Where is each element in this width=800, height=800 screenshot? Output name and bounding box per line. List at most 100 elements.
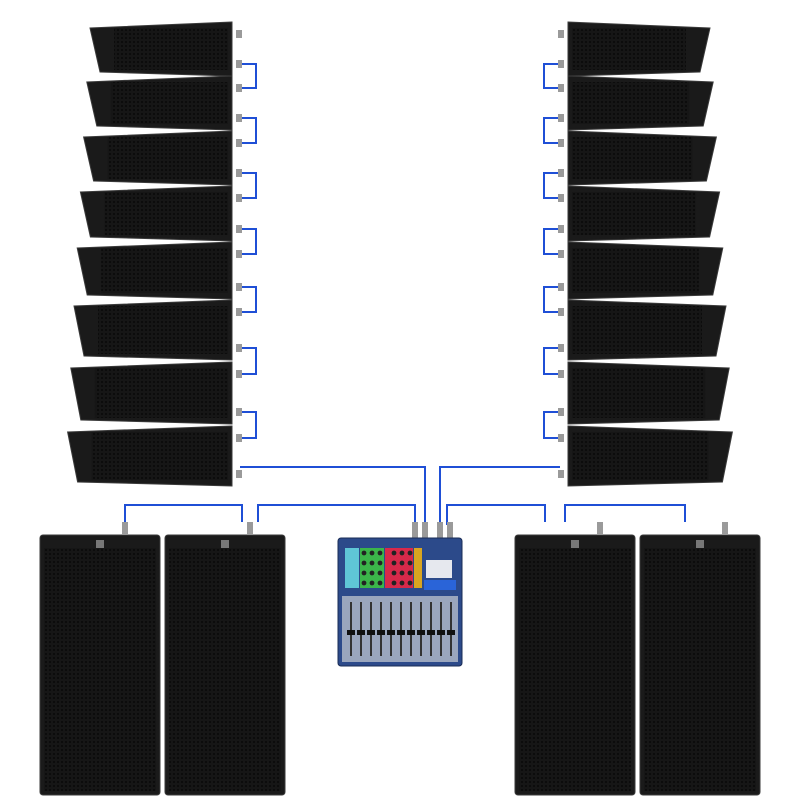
link-cable xyxy=(242,286,257,313)
connector-icon xyxy=(722,522,728,535)
line-array-cabinet xyxy=(66,425,242,487)
connector-icon xyxy=(236,169,242,177)
fader-cap xyxy=(377,630,385,635)
cabinet-grille xyxy=(107,137,228,179)
fader-cap xyxy=(427,630,435,635)
line-array-cabinet xyxy=(558,185,721,242)
knob-icon xyxy=(377,580,383,586)
link-cable xyxy=(242,411,257,439)
subwoofer-grille xyxy=(44,548,156,791)
knob-icon xyxy=(361,580,367,586)
connector-icon xyxy=(122,522,128,535)
line-array-cabinet xyxy=(86,75,242,131)
link-cable xyxy=(543,411,558,439)
knob-icon xyxy=(369,580,375,586)
connector-icon xyxy=(558,344,564,352)
link-cable xyxy=(242,63,257,89)
link-cable xyxy=(242,117,257,144)
knob-icon xyxy=(399,580,405,586)
link-cable xyxy=(543,117,558,144)
fader-cap xyxy=(347,630,355,635)
fader-track xyxy=(380,602,382,656)
link-cable xyxy=(543,286,558,313)
connector-icon xyxy=(558,139,564,147)
logo-badge xyxy=(96,540,104,548)
connector-icon xyxy=(558,169,564,177)
link-cable xyxy=(543,228,558,255)
line-array-cabinet xyxy=(558,361,730,425)
mixing-console-icon xyxy=(337,537,463,667)
fader-cap xyxy=(397,630,405,635)
cabinet-grille xyxy=(94,368,228,418)
knob-icon xyxy=(377,550,383,556)
signal-cable xyxy=(446,504,546,525)
link-cable xyxy=(242,347,257,375)
link-cable xyxy=(543,63,558,89)
line-array-cabinet xyxy=(89,21,242,77)
aux-section xyxy=(414,548,422,588)
connector-icon xyxy=(236,84,242,92)
cabinet-grille xyxy=(91,432,228,480)
right-line-array xyxy=(558,21,734,487)
connector-icon xyxy=(558,470,564,478)
logo-badge xyxy=(571,540,579,548)
line-array-cabinet xyxy=(558,425,734,487)
knob-icon xyxy=(399,560,405,566)
knob-icon xyxy=(369,560,375,566)
line-array-cabinet xyxy=(82,130,242,186)
subwoofer-grille xyxy=(644,548,756,791)
fader-cap xyxy=(387,630,395,635)
fader-track xyxy=(410,602,412,656)
connector-icon xyxy=(558,84,564,92)
connector-icon xyxy=(422,522,428,538)
subwoofer-grille xyxy=(169,548,281,791)
connector-icon xyxy=(236,250,242,258)
knob-icon xyxy=(369,570,375,576)
connector-icon xyxy=(597,522,603,535)
connector-icon xyxy=(236,408,242,416)
subwoofer-grille xyxy=(519,548,631,791)
cabinet-grille xyxy=(110,82,228,124)
fader-track xyxy=(360,602,362,656)
logo-badge xyxy=(221,540,229,548)
input-section xyxy=(345,548,359,588)
knob-icon xyxy=(391,580,397,586)
fader-cap xyxy=(417,630,425,635)
line-array-cabinet xyxy=(70,361,242,425)
connector-icon xyxy=(236,60,242,68)
knob-icon xyxy=(399,550,405,556)
line-array-cabinet xyxy=(558,130,718,186)
fader-track xyxy=(390,602,392,656)
cabinet-grille xyxy=(114,28,228,70)
subwoofer xyxy=(639,522,761,796)
fader-track xyxy=(420,602,422,656)
cabinet-grille xyxy=(572,82,690,124)
fader-track xyxy=(370,602,372,656)
line-array-cabinet xyxy=(558,21,711,77)
connector-icon xyxy=(236,225,242,233)
connector-icon xyxy=(412,522,418,538)
line-array-cabinet xyxy=(79,185,242,242)
connector-icon xyxy=(247,522,253,535)
fader-track xyxy=(400,602,402,656)
cables xyxy=(124,63,686,538)
connector-icon xyxy=(236,114,242,122)
knob-icon xyxy=(407,560,413,566)
connector-icon xyxy=(558,114,564,122)
fader-cap xyxy=(447,630,455,635)
connector-icon xyxy=(558,370,564,378)
connector-icon xyxy=(558,60,564,68)
link-cable xyxy=(543,347,558,375)
cabinet-grille xyxy=(572,248,699,293)
display-screen xyxy=(426,560,452,578)
connector-icon xyxy=(236,194,242,202)
signal-cable xyxy=(240,466,426,525)
connector-icon xyxy=(558,250,564,258)
fader-track xyxy=(350,602,352,656)
line-array-cabinet xyxy=(73,299,242,361)
knob-icon xyxy=(369,550,375,556)
knob-icon xyxy=(391,560,397,566)
fader-cap xyxy=(367,630,375,635)
knob-icon xyxy=(407,580,413,586)
